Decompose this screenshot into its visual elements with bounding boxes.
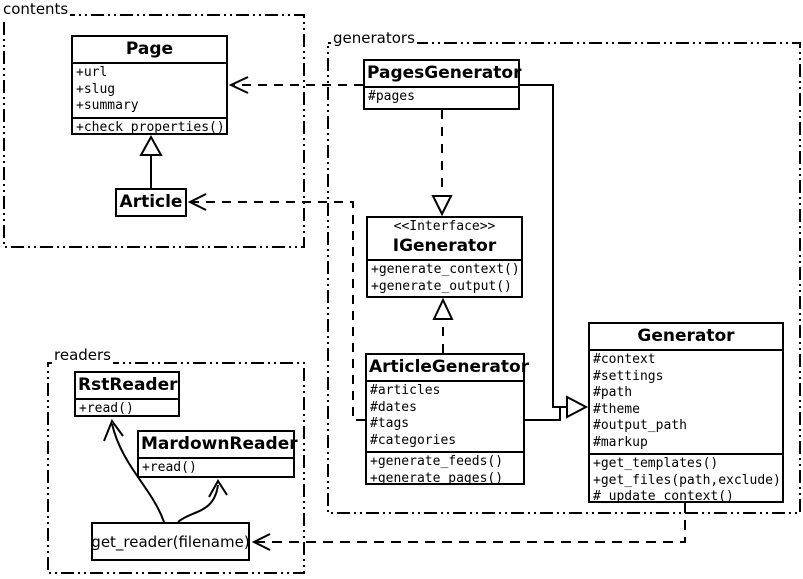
class-page-methods: +check_properties() [73,119,226,139]
class-page-title: Page [73,37,226,64]
class-articlegenerator: ArticleGenerator #articles #dates #tags … [365,353,529,486]
package-label-generators: generators [331,29,417,47]
class-article: Article [115,188,187,217]
class-pagesgenerator-attributes: #pages [365,88,518,108]
inheritance-articlegenerator-to-generator [525,395,589,421]
class-mardownreader-methods: +read() [139,459,293,479]
class-mardownreader-title: MardownReader [139,432,298,459]
class-mardownreader: MardownReader +read() [137,430,298,479]
package-frame-generators [327,42,801,514]
method: #_update_context() [593,489,734,504]
attribute: #markup [593,434,648,450]
method: +read() [79,401,134,416]
method: +get_templates() [593,456,719,471]
inheritance-article-to-page [139,134,163,188]
attribute: #theme [593,401,640,417]
attribute: #path [593,385,633,400]
package-frame-readers [47,362,305,574]
method: +generate_context() [371,262,520,277]
method: +check_properties() [76,119,225,135]
function-box-get-reader: get_reader(filename) [91,522,250,561]
package-frame-contents [3,14,305,248]
class-generator-attributes: #context #settings #path #theme #output_… [590,351,782,455]
realization-articlegenerator-to-igenerator [432,297,454,353]
realization-pagesgenerator-to-igenerator [431,110,453,217]
attribute: #tags [370,416,410,431]
dependency-pagesgenerator-to-page [228,76,363,94]
class-article-title: Article [119,192,183,212]
method: +read() [142,460,197,475]
attribute: #categories [370,432,457,448]
attribute: +url [76,65,108,80]
class-generator: Generator #context #settings #path #them… [588,322,784,504]
stereotype-interface: <<Interface>> [393,219,496,234]
attribute: #articles [370,383,441,398]
class-pagesgenerator-title: PagesGenerator [365,61,521,88]
class-igenerator-name: IGenerator [392,236,497,256]
class-page-attributes: +url +slug +summary [73,64,226,119]
class-page: Page +url +slug +summary +check_properti… [71,35,228,135]
class-rstreader-title: RstReader [76,373,178,400]
dependency-generator-to-getreader [251,503,686,551]
class-articlegenerator-methods: +generate_feeds() +generate_pages() [367,453,523,489]
class-rstreader: RstReader +read() [74,371,180,417]
attribute: #settings [593,368,664,384]
arrow-getreader-to-mardownreader [177,479,228,523]
method: +generate_feeds() [370,454,504,469]
attribute: +summary [76,98,139,113]
method: +get_files(path,exclude) [593,472,781,488]
class-articlegenerator-attributes: #articles #dates #tags #categories [367,382,523,453]
attribute: +slug [76,81,116,97]
package-label-readers: readers [52,346,113,364]
class-pagesgenerator: PagesGenerator #pages [363,59,521,110]
package-label-contents: contents [1,0,71,18]
class-igenerator-methods: +generate_context() +generate_output() [368,261,521,297]
attribute: #dates [370,399,417,415]
attribute: #pages [368,89,415,104]
class-generator-title: Generator [590,324,782,351]
class-generator-methods: +get_templates() +get_files(path,exclude… [590,455,782,508]
attribute: #output_path [593,418,687,433]
attribute: #context [593,352,656,367]
class-rstreader-methods: +read() [76,400,178,420]
class-igenerator: <<Interface>> IGenerator +generate_conte… [366,216,523,298]
function-box-label: get_reader(filename) [91,532,250,551]
dependency-articlegenerator-to-article [187,193,365,421]
class-igenerator-title: <<Interface>> IGenerator [368,218,521,261]
method: +generate_pages() [370,470,504,486]
class-articlegenerator-title: ArticleGenerator [367,355,529,382]
method: +generate_output() [371,278,512,294]
